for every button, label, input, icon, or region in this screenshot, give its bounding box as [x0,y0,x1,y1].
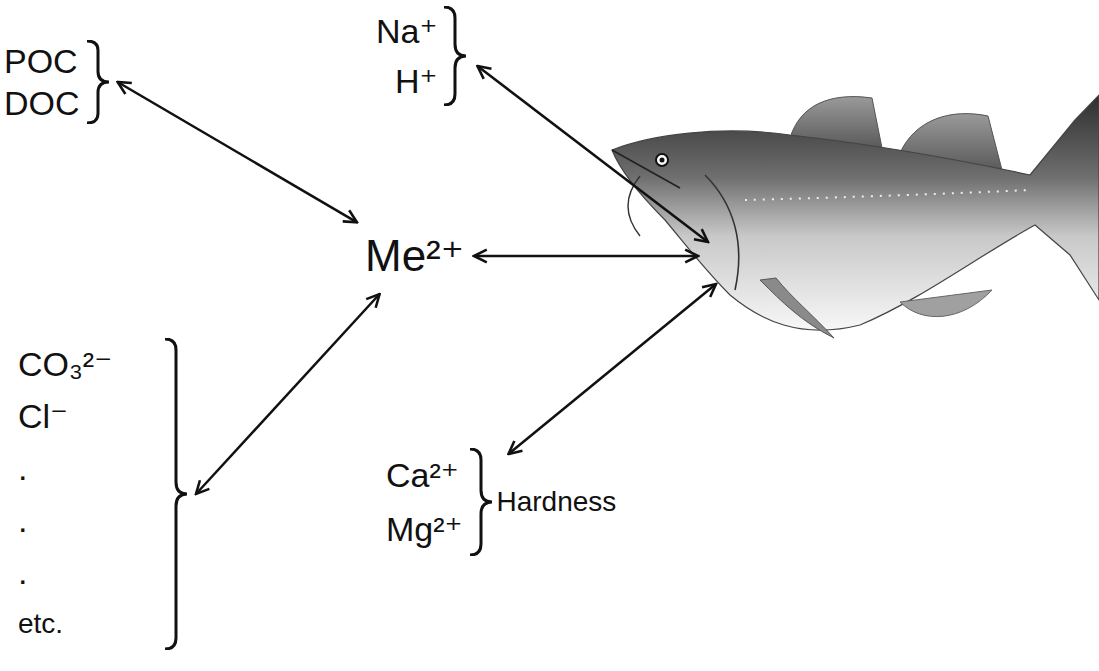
fish-eye [656,154,668,166]
fish-body [612,95,1099,330]
ion-label: Cl⁻ [18,390,68,442]
text-column: Me²⁺ [365,226,464,286]
curly-bracket [470,449,492,555]
exchange-arrow [474,255,698,258]
mouth-line [612,150,680,188]
text-column: Na⁺H⁺ [376,6,437,106]
ion-group: CO₃²⁻Cl⁻...etc. [18,338,188,650]
ion-group: POCDOC [4,40,110,124]
curly-bracket [469,448,493,556]
ion-label: Na⁺ [376,6,437,56]
ion-label: POC [4,40,78,82]
ion-label: Me²⁺ [365,226,464,286]
ion-label: . [18,494,27,546]
ion-label: . [18,546,27,598]
exchange-arrow [477,66,708,242]
curly-bracket [443,6,467,106]
exchange-arrow [196,294,380,494]
anal-fin [900,290,992,317]
ion-group: Ca²⁺Mg²⁺ Hardness [386,448,616,556]
curly-bracket [165,339,187,649]
text-column: Ca²⁺Mg²⁺ [386,448,463,556]
ion-label: H⁺ [395,56,438,106]
pectoral-fin [760,278,834,338]
ion-group: Me²⁺ [365,226,464,286]
curly-bracket [164,338,188,650]
curly-bracket [86,40,110,124]
group-label: Hardness [497,475,617,529]
ion-label: Mg²⁺ [386,502,463,556]
exchange-arrow [509,284,717,454]
ion-label: Ca²⁺ [386,448,459,502]
lateral-line [745,190,1030,200]
curly-bracket [87,41,109,123]
ion-label: CO₃²⁻ [18,338,112,390]
text-column: POCDOC [4,40,80,124]
ion-label: DOC [4,82,80,124]
gill-line [705,175,739,290]
exchange-arrow [118,82,357,222]
ion-label: etc. [18,598,63,650]
ion-group: Na⁺H⁺ [376,6,467,106]
curly-bracket [444,7,466,105]
ion-label: . [18,442,27,494]
text-column: CO₃²⁻Cl⁻...etc. [18,338,158,650]
fish-pupil [660,158,665,163]
